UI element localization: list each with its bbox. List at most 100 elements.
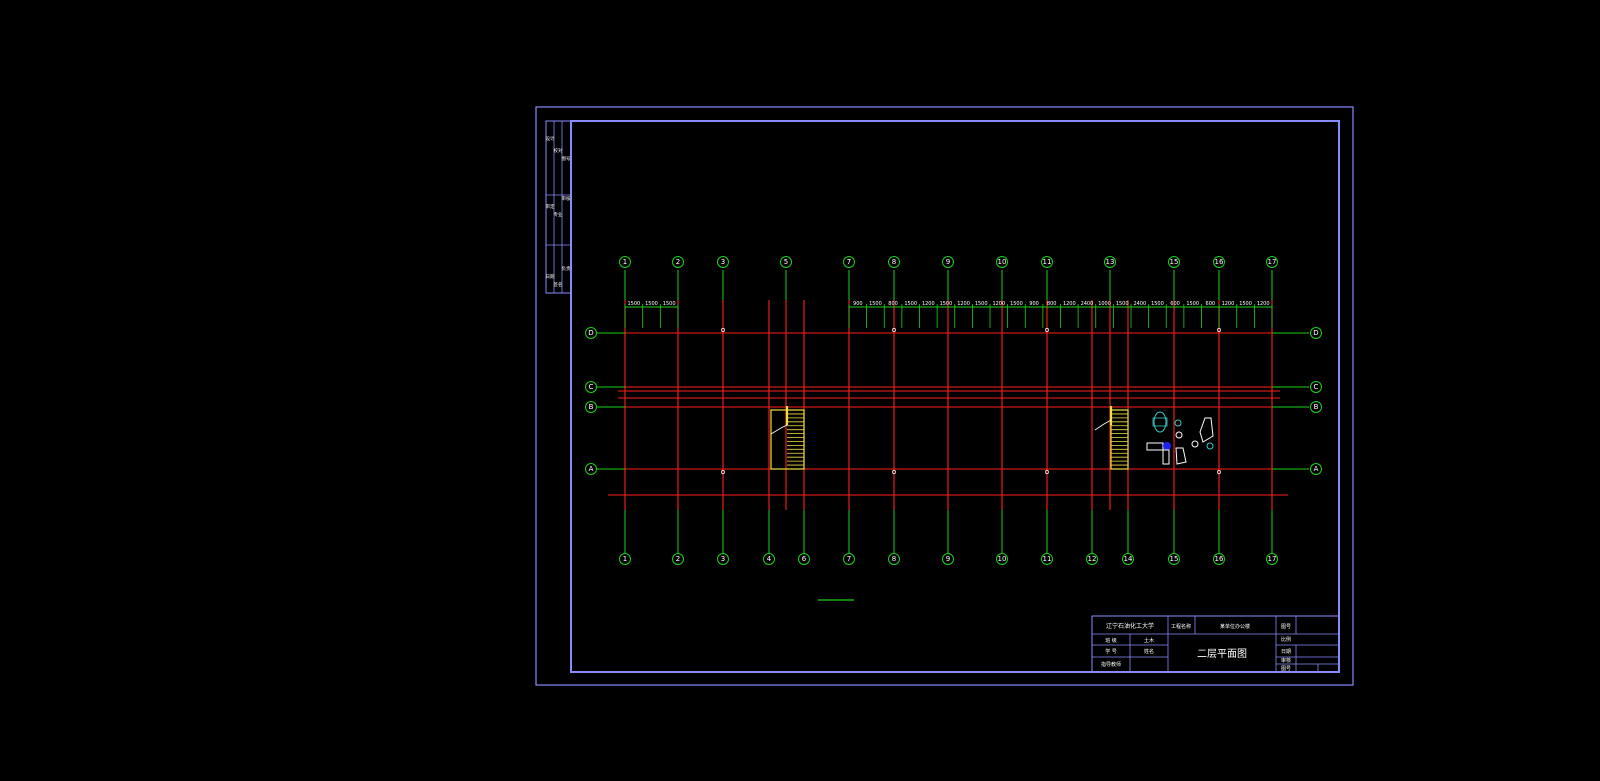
stair-right (1094, 406, 1129, 470)
axis-top-17-label: 17 (1268, 258, 1277, 266)
axis-bottom-3-label: 3 (721, 555, 725, 563)
axis-bottom-1-label: 1 (623, 555, 627, 563)
axis-left-D-circle (585, 327, 597, 339)
dim-right-value-22: 1500 (1239, 301, 1252, 307)
axis-top-1-label: 1 (623, 258, 627, 266)
axis-bottom-8-circle (888, 553, 900, 565)
project-label: 工程名称 (1171, 623, 1191, 630)
dim-left-value-1: 1500 (645, 301, 658, 307)
axis-left-B-circle (585, 401, 597, 413)
outer-frame (535, 106, 1354, 686)
axis-left-A-label: A (589, 465, 594, 473)
dim-right-value-20: 600 (1206, 301, 1216, 307)
axis-bottom-9-circle (942, 553, 954, 565)
axis-top-7-circle (843, 256, 855, 268)
axis-left-D-label: D (588, 329, 593, 337)
dimension-strings: 1500 1500 1500 900 1500 800 1500 1200 1500 1200 15… (624, 301, 1273, 328)
axis-bottom-1-circle (619, 553, 631, 565)
title-block: 辽宁石油化工大学 工程名称 某单位办公楼 图号 二层平面图 班 级 土木 学 号… (1091, 615, 1340, 673)
school-name: 辽宁石油化工大学 (1106, 622, 1154, 630)
tb-right-2: 日期 (1281, 649, 1291, 655)
axis-left-C-circle (585, 381, 597, 393)
column-marker-a-0 (721, 470, 725, 474)
dim-right-value-3: 1500 (904, 301, 917, 307)
tb-row-value-1: 土木 (1144, 637, 1154, 644)
dim-right-value-21: 1200 (1222, 301, 1235, 307)
axis-top-13-label: 13 (1106, 258, 1115, 266)
axis-right-A-label: A (1314, 465, 1319, 473)
dim-right-value-5: 1500 (940, 301, 953, 307)
axis-bottom-2-label: 2 (676, 555, 680, 563)
dim-right-value-10: 900 (1029, 301, 1039, 307)
axis-right-D-label: D (1313, 329, 1318, 337)
axis-bottom-11-label: 11 (1043, 555, 1052, 563)
dim-right-value-12: 1200 (1063, 301, 1076, 307)
drawing-no-label: 图号 (1281, 624, 1291, 630)
dim-right-value-1: 1500 (869, 301, 882, 307)
axis-right-B-label: B (1314, 403, 1319, 411)
project-name: 某单位办公楼 (1220, 623, 1250, 630)
dim-right-value-8: 1200 (992, 301, 1005, 307)
dim-right-value-2: 800 (888, 301, 898, 307)
stair-left (770, 406, 805, 470)
axis-bottom-7-circle (843, 553, 855, 565)
axis-top-2-circle (672, 256, 684, 268)
axis-bottom-10-label: 10 (998, 555, 1007, 563)
axis-bottom-2-circle (672, 553, 684, 565)
axis-bottom-4-label: 4 (767, 555, 772, 563)
tb-row-label-2: 学 号 (1105, 648, 1117, 655)
axis-bottom-11-circle (1041, 553, 1053, 565)
dim-right-value-11: 800 (1047, 301, 1057, 307)
axis-right-C-label: C (1314, 383, 1319, 391)
dim-right-value-6: 1200 (957, 301, 970, 307)
tb-right-4: 图号 (1281, 666, 1291, 672)
axis-bottom-10-circle (996, 553, 1008, 565)
axis-top-5-label: 5 (784, 258, 788, 266)
side-label-8: 图号 (562, 156, 571, 162)
side-label-7: 签名 (554, 281, 563, 288)
dim-right-value-0: 900 (853, 301, 863, 307)
axis-bottom-9-label: 9 (946, 555, 950, 563)
axis-top-10-circle (996, 256, 1008, 268)
dim-left-value-0: 1500 (627, 301, 640, 307)
axis-top-15-circle (1168, 256, 1180, 268)
tb-row-label-1: 班 级 (1105, 637, 1117, 644)
dim-right-value-19: 1500 (1186, 301, 1199, 307)
axis-bottom-8-label: 8 (892, 555, 896, 563)
axis-top-2-label: 2 (676, 258, 680, 266)
axis-top-16-circle (1213, 256, 1225, 268)
axis-bottom-16-label: 16 (1215, 555, 1224, 563)
tb-row-value-2: 姓名 (1144, 648, 1154, 655)
axis-left-A-circle (585, 463, 597, 475)
dim-right-value-4: 1200 (922, 301, 935, 307)
side-label-0: 设计 (546, 135, 555, 142)
column-marker-d-1 (892, 328, 896, 332)
washroom-fixtures (1146, 411, 1214, 465)
axis-top-3-circle (717, 256, 729, 268)
axis-left-B-label: B (589, 403, 594, 411)
axis-top-1-circle (619, 256, 631, 268)
dim-right-value-23: 1200 (1257, 301, 1270, 307)
dim-right-value-7: 1500 (975, 301, 988, 307)
axis-bottom-6-circle (798, 553, 810, 565)
blue-marker (1163, 442, 1171, 450)
axis-bottom-3-circle (717, 553, 729, 565)
dim-left-value-2: 1500 (663, 301, 676, 307)
axis-top-8-label: 8 (892, 258, 896, 266)
inner-frame (570, 120, 1340, 673)
side-label-1: 校对 (554, 147, 563, 154)
axis-top-17-circle (1266, 256, 1278, 268)
column-marker-d-2 (1045, 328, 1049, 332)
axis-top-7-label: 7 (847, 258, 851, 266)
table-fixture (1153, 411, 1167, 433)
axis-bottom-17-circle (1266, 553, 1278, 565)
axis-bottom-14-circle (1122, 553, 1134, 565)
axis-bottom-15-label: 15 (1170, 555, 1179, 563)
side-label-4: 专业 (554, 211, 563, 218)
drawing-title: 二层平面图 (1197, 648, 1247, 660)
dim-right-value-16: 2400 (1133, 301, 1146, 307)
axis-bottom-4-circle (763, 553, 775, 565)
